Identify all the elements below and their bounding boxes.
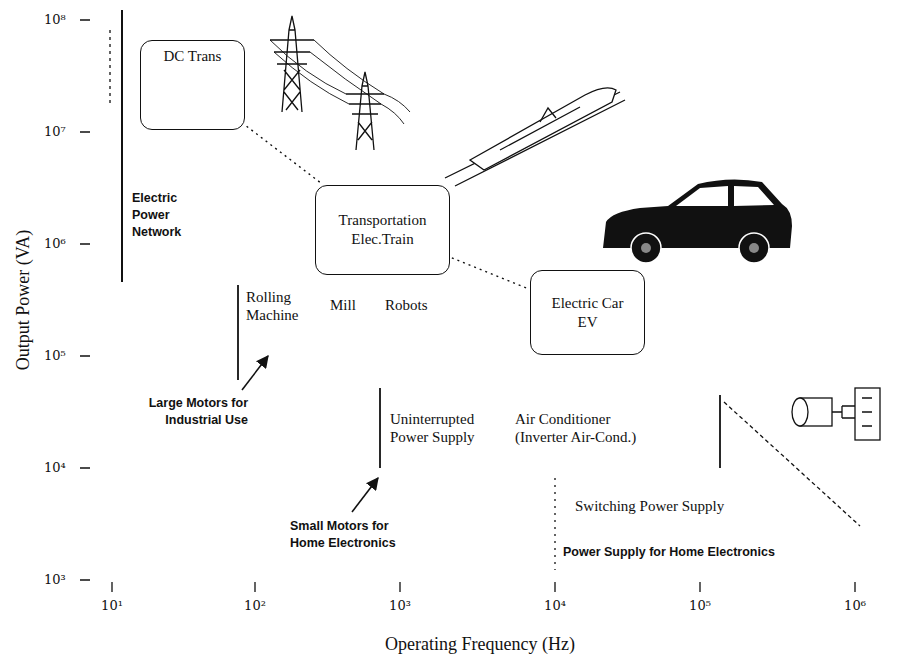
range-bar [121,10,123,282]
car-wheel [631,233,661,263]
category-label: Large Motors for Industrial Use [118,395,248,429]
application-label: Air Conditioner (Inverter Air-Cond.) [515,410,665,446]
application-box: TransportationElec.Train [315,185,450,275]
motor-shaft [832,406,855,418]
application-label: Robots [385,296,428,314]
range-dash [554,478,555,570]
box-text: EV [578,313,598,332]
range-dash [109,30,110,105]
pointer-arrow [242,356,268,390]
region-label: Electric Power Network [132,190,196,241]
outlet-icon [855,388,880,440]
car-wheel [739,233,769,263]
box-text: DC Trans [164,47,222,66]
leader-line [724,402,860,526]
axis-tick-label: 10⁸ [44,12,66,28]
train-icon [470,88,616,170]
car-window [676,186,774,206]
power-wire [270,40,410,124]
axis-tick-label: 10⁴ [44,460,66,476]
axis-tick-label: 10³ [44,572,66,588]
y-tick-marks [80,20,90,580]
axis-title: Operating Frequency (Hz) [385,634,575,656]
pointer-arrow [352,478,378,512]
x-tick-marks [112,582,855,592]
range-bar [379,388,381,468]
application-label: Rolling Machine [246,288,310,324]
axis-tick-label: 10² [244,598,266,614]
application-box: DC Trans [140,40,245,130]
wheel-hub [749,243,759,253]
wheel-hub [641,243,651,253]
axis-tick-label: 10³ [389,598,411,614]
train-detail [500,107,580,150]
range-bar [719,395,721,468]
application-label: Switching Power Supply [575,497,724,515]
application-label: Mill [330,296,356,314]
axis-title: Output Power (VA) [13,230,35,371]
box-text: Electric Car [551,294,623,313]
axis-tick-label: 10⁷ [44,124,66,140]
axis-tick-label: 10⁵ [44,348,66,364]
range-bar [237,285,239,380]
axis-tick-label: 10⁴ [544,598,566,614]
motor-icon [792,398,808,426]
box-text: Elec.Train [351,230,413,249]
category-label: Power Supply for Home Electronics [563,544,775,561]
pylon-icon [270,16,314,112]
application-label: Uninterrupted Power Supply [390,410,500,446]
axis-tick-label: 10⁵ [689,598,711,614]
dotted-connector [247,126,322,184]
box-text: Transportation [339,211,427,230]
axis-tick-label: 10⁶ [44,236,66,252]
axis-tick-label: 10¹ [101,598,123,614]
dotted-connector [452,258,528,289]
axis-tick-label: 10⁶ [844,598,866,614]
application-box: Electric CarEV [530,270,645,355]
category-label: Small Motors for Home Electronics [290,518,410,552]
outlet-slot [862,398,872,426]
